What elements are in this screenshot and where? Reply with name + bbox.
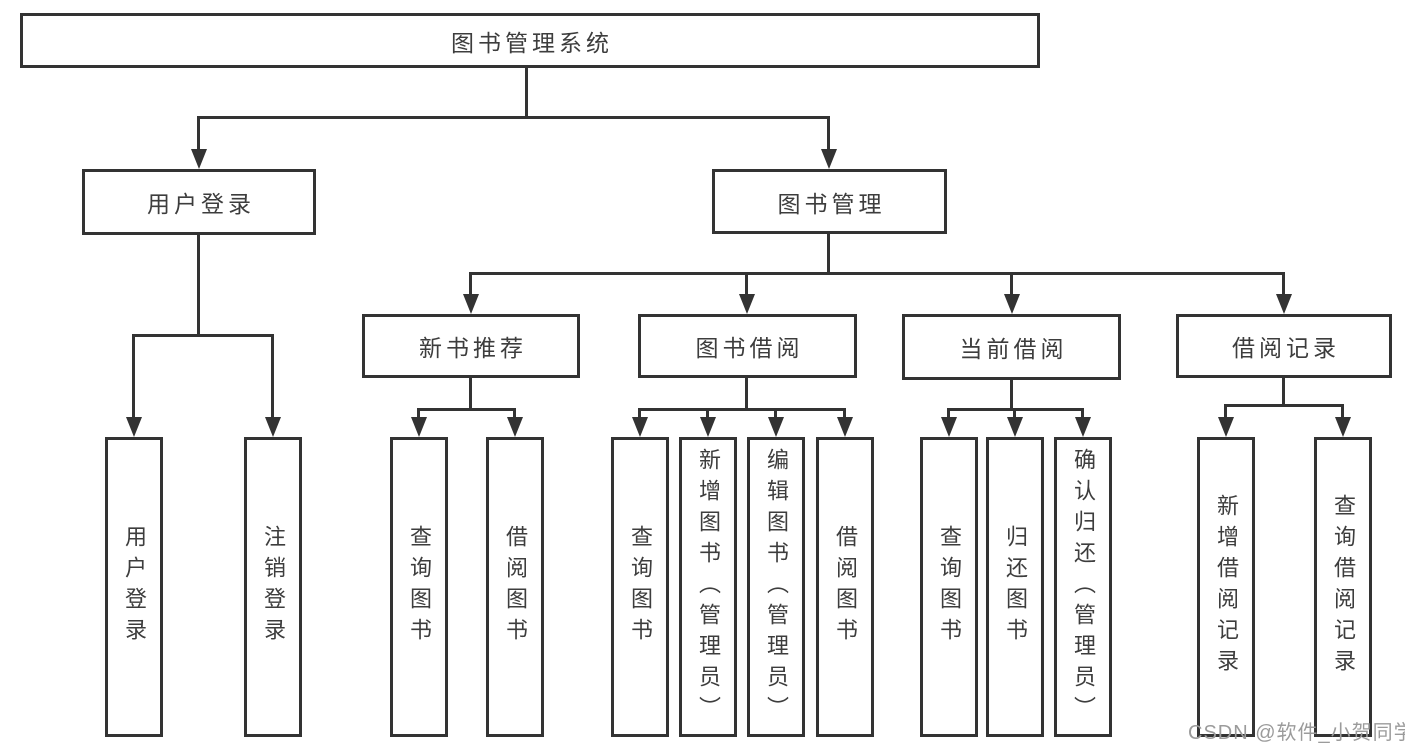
leaf-query-books-current: 查询图书	[920, 437, 978, 737]
connector-line	[525, 68, 528, 119]
arrow-down-icon	[632, 417, 648, 437]
node-book-management: 图书管理	[712, 169, 947, 234]
node-label: 借阅图书	[503, 525, 528, 649]
node-label: 确认归还（管理员）	[1071, 447, 1096, 727]
connector-line	[827, 116, 830, 152]
connector-line	[706, 408, 709, 422]
connector-line	[197, 116, 830, 119]
connector-line	[843, 408, 846, 422]
node-label: 注销登录	[261, 525, 286, 649]
arrow-down-icon	[126, 417, 142, 437]
leaf-query-books-borrowing: 查询图书	[611, 437, 669, 737]
leaf-borrow-books-borrowing: 借阅图书	[816, 437, 874, 737]
arrow-down-icon	[1007, 417, 1023, 437]
leaf-borrow-books-recommend: 借阅图书	[486, 437, 544, 737]
node-label: 查询图书	[407, 525, 432, 649]
node-label: 借阅记录	[1232, 335, 1340, 361]
connector-line	[197, 116, 200, 152]
connector-line	[197, 235, 200, 336]
node-new-book-recommendation: 新书推荐	[362, 314, 580, 378]
node-label: 图书管理系统	[451, 29, 613, 56]
connector-line	[132, 334, 274, 337]
arrow-down-icon	[191, 149, 207, 169]
leaf-add-borrow-record: 新增借阅记录	[1197, 437, 1255, 737]
leaf-confirm-return-admin: 确认归还（管理员）	[1054, 437, 1112, 737]
arrow-down-icon	[768, 417, 784, 437]
connector-line	[745, 272, 748, 298]
connector-line	[1282, 378, 1285, 406]
connector-line	[469, 272, 1285, 275]
node-label: 当前借阅	[959, 336, 1068, 362]
watermark: CSDN @软件_小贺同学	[1188, 722, 1405, 744]
node-label: 用户登录	[122, 525, 147, 649]
node-label: 查询借阅记录	[1331, 494, 1356, 680]
node-label: 图书管理	[777, 190, 886, 217]
connector-line	[638, 408, 846, 411]
connector-line	[1013, 408, 1016, 422]
node-label: 编辑图书（管理员）	[764, 447, 789, 727]
connector-line	[271, 334, 274, 420]
arrow-down-icon	[1276, 294, 1292, 314]
node-label: 新增借阅记录	[1214, 494, 1239, 680]
node-label: 新书推荐	[419, 335, 527, 361]
connector-line	[417, 408, 420, 422]
node-label: 查询图书	[628, 525, 653, 649]
connector-line	[774, 408, 777, 422]
arrow-down-icon	[411, 417, 427, 437]
leaf-logout: 注销登录	[244, 437, 302, 737]
connector-line	[1224, 404, 1344, 407]
arrow-down-icon	[700, 417, 716, 437]
arrow-down-icon	[941, 417, 957, 437]
connector-line	[1282, 272, 1285, 298]
leaf-query-borrow-record: 查询借阅记录	[1314, 437, 1372, 737]
node-label: 借阅图书	[833, 525, 858, 649]
node-label: 新增图书（管理员）	[696, 447, 721, 727]
connector-line	[745, 378, 748, 410]
arrow-down-icon	[1004, 294, 1020, 314]
node-label: 图书借阅	[695, 335, 804, 361]
leaf-user-login: 用户登录	[105, 437, 163, 737]
node-label: 查询图书	[937, 525, 962, 649]
node-root: 图书管理系统	[20, 13, 1040, 68]
connector-line	[1010, 272, 1013, 298]
arrow-down-icon	[739, 294, 755, 314]
connector-line	[513, 408, 516, 422]
leaf-add-books-admin: 新增图书（管理员）	[679, 437, 737, 737]
node-label: 归还图书	[1003, 525, 1028, 649]
connector-line	[132, 334, 135, 420]
arrow-down-icon	[507, 417, 523, 437]
leaf-edit-books-admin: 编辑图书（管理员）	[747, 437, 805, 737]
leaf-return-books: 归还图书	[986, 437, 1044, 737]
connector-line	[827, 234, 830, 274]
arrow-down-icon	[1075, 417, 1091, 437]
arrow-down-icon	[1335, 417, 1351, 437]
connector-line	[1010, 380, 1013, 410]
arrow-down-icon	[265, 417, 281, 437]
connector-line	[947, 408, 950, 422]
connector-line	[1081, 408, 1084, 422]
arrow-down-icon	[1218, 417, 1234, 437]
connector-line	[417, 408, 516, 411]
node-book-borrowing: 图书借阅	[638, 314, 857, 378]
connector-line	[1341, 404, 1344, 422]
node-borrowing-records: 借阅记录	[1176, 314, 1392, 378]
node-current-borrowing: 当前借阅	[902, 314, 1121, 380]
connector-line	[469, 272, 472, 298]
connector-line	[469, 378, 472, 410]
arrow-down-icon	[821, 149, 837, 169]
node-user-login: 用户登录	[82, 169, 316, 235]
arrow-down-icon	[463, 294, 479, 314]
node-label: 用户登录	[147, 191, 255, 217]
connector-line	[638, 408, 641, 422]
connector-line	[1224, 404, 1227, 422]
leaf-query-books-recommend: 查询图书	[390, 437, 448, 737]
arrow-down-icon	[837, 417, 853, 437]
